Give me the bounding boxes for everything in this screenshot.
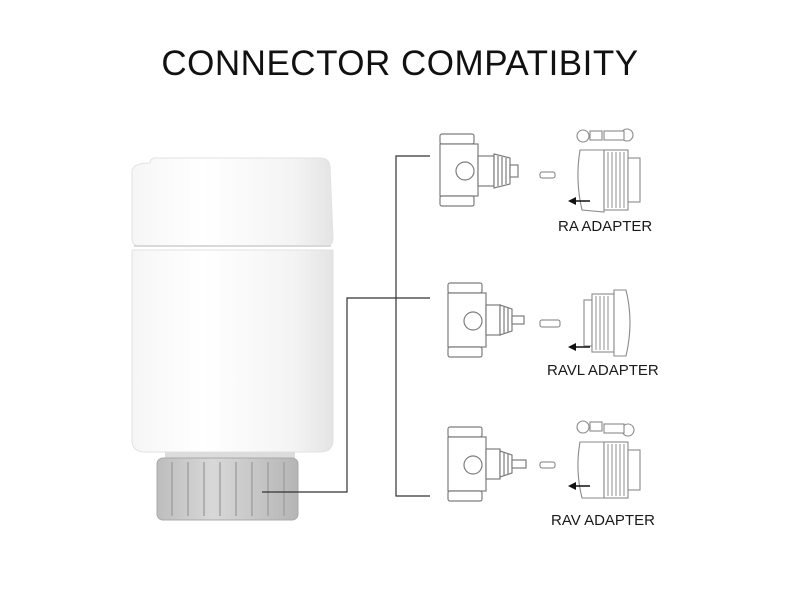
adapter-pins <box>539 171 561 469</box>
pin-ravl <box>539 319 561 328</box>
valve-ra <box>439 133 519 207</box>
nut-connector-line <box>262 297 430 493</box>
pin-rav <box>539 461 556 469</box>
connector-lines <box>262 155 430 497</box>
diagram-title: CONNECTOR COMPATIBITY <box>161 44 639 83</box>
pin-ra <box>539 171 556 179</box>
arrow-ra <box>568 197 590 205</box>
adapter-ra <box>576 128 641 213</box>
adapter-ravl <box>583 289 631 357</box>
label-rav-adapter: RAV ADAPTER <box>551 512 655 529</box>
adapter-rav <box>576 420 641 499</box>
valve-rav <box>447 426 527 502</box>
bracket-line <box>395 155 430 497</box>
arrow-ravl <box>568 343 590 351</box>
thermostat-nut <box>156 457 299 521</box>
label-ravl-adapter: RAVL ADAPTER <box>547 362 659 379</box>
arrow-rav <box>568 482 590 490</box>
thermostat-head <box>131 157 334 460</box>
valve-ravl <box>447 282 525 358</box>
label-ra-adapter: RA ADAPTER <box>558 218 653 235</box>
